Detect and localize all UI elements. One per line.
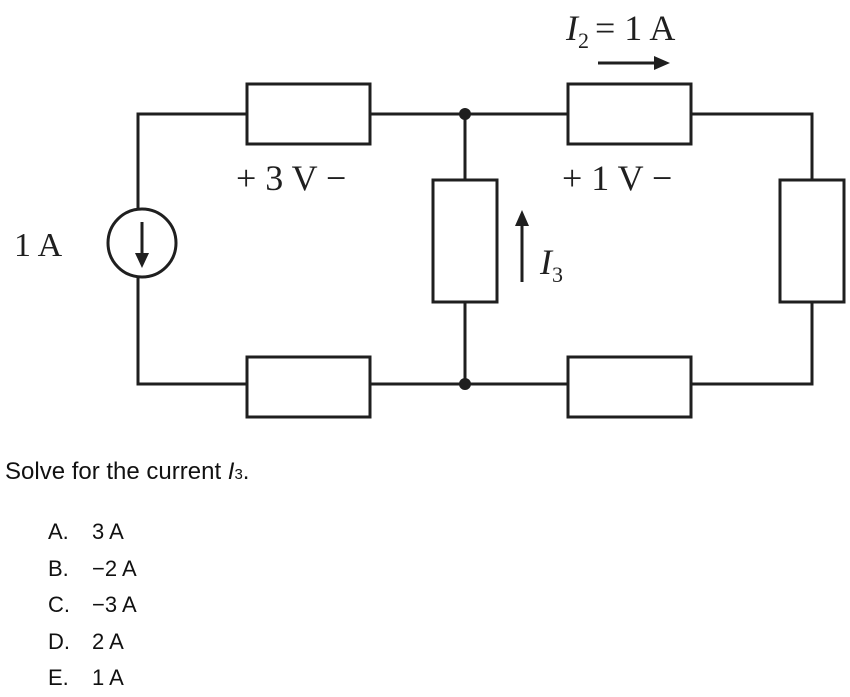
current-source [106,207,178,279]
choice-d[interactable]: D. 2 A [48,624,137,661]
resistor-top-right-voltage: + 1 V − [562,158,672,198]
resistor-bottom-left [245,355,372,419]
junction-top [459,108,471,120]
current-i3-arrow [515,210,529,282]
choice-letter: E. [48,665,69,690]
resistor-top-left [245,82,372,146]
choice-value: 2 A [92,628,124,654]
choice-e[interactable]: E. 1 A [48,660,137,697]
resistor-middle [431,178,499,304]
junction-bottom [459,378,471,390]
choice-letter: D. [48,628,70,654]
resistor-top-left-voltage: + 3 V − [236,158,346,198]
choice-value: −3 A [92,592,137,617]
choice-value: 3 A [92,519,124,544]
question-prefix: Solve for the current [5,458,228,485]
resistor-right [778,178,846,304]
current-i2-arrow [598,56,670,70]
choice-value: −2 A [92,555,137,581]
choice-letter: A. [48,519,69,544]
choice-c[interactable]: C. −3 A [48,587,137,624]
current-i2-label: I2= 1 A [565,8,675,53]
choice-b[interactable]: B. −2 A [48,551,137,588]
question-text: Solve for the current I3. [5,458,249,486]
circuit-diagram: 1 A + 3 V − + 1 V − I2= 1 A I3 [14,8,846,419]
choice-letter: B. [48,555,69,581]
question-end: . [242,458,250,485]
question-variable-sub: 3 [234,466,243,483]
source-label: 1 A [14,227,63,264]
choice-a[interactable]: A. 3 A [48,514,137,551]
answer-choices: A. 3 A B. −2 A C. −3 A D. 2 A E. 1 A [48,514,137,697]
resistor-top-right [566,82,693,146]
choice-letter: C. [48,592,70,617]
choice-value: 1 A [92,665,124,690]
resistor-bottom-right [566,355,693,419]
current-i3-label: I3 [539,242,563,287]
question-variable: I [227,458,235,485]
